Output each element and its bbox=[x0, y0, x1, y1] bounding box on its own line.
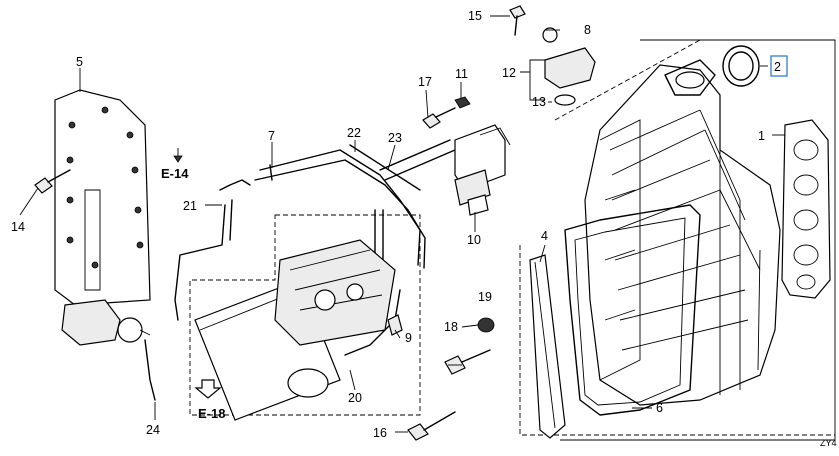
intake-gasket bbox=[564, 204, 701, 416]
bolt-14 bbox=[34, 169, 71, 194]
labels: 1 2 4 5 6 7 8 9 10 11 12 13 14 15 16 17 … bbox=[11, 9, 837, 448]
bolt-17 bbox=[422, 107, 456, 129]
label-part-22: 22 bbox=[347, 126, 361, 140]
label-part-17: 17 bbox=[418, 75, 432, 89]
fuel-module-group bbox=[189, 214, 421, 421]
reference-e14: E-14 bbox=[161, 166, 189, 181]
label-part-15: 15 bbox=[468, 9, 482, 23]
manifold-group-outline bbox=[519, 39, 836, 441]
drawing-code: ZY4 bbox=[820, 438, 837, 448]
label-part-6: 6 bbox=[656, 401, 663, 415]
label-part-18: 18 bbox=[444, 320, 458, 334]
gasket-strip bbox=[529, 254, 566, 439]
map-sensor bbox=[509, 5, 596, 106]
collar-19 bbox=[477, 317, 495, 333]
nut-11 bbox=[454, 96, 471, 109]
hose-fitting bbox=[387, 314, 403, 336]
label-part-12: 12 bbox=[502, 66, 516, 80]
label-part-23: 23 bbox=[388, 131, 402, 145]
intake-manifold bbox=[584, 59, 781, 406]
manifold-gasket bbox=[781, 119, 831, 299]
label-part-14: 14 bbox=[11, 220, 25, 234]
bolt-18 bbox=[444, 349, 491, 375]
label-part-8: 8 bbox=[584, 23, 591, 37]
e14-arrow bbox=[173, 148, 183, 163]
label-part-16: 16 bbox=[373, 426, 387, 440]
bolt-16 bbox=[407, 411, 456, 441]
solenoid-valve bbox=[61, 299, 151, 346]
label-part-20: 20 bbox=[348, 391, 362, 405]
leader-lines bbox=[19, 15, 785, 433]
hoses bbox=[144, 139, 456, 401]
e18-arrow bbox=[194, 379, 222, 399]
label-part-1: 1 bbox=[758, 129, 765, 143]
label-part-19: 19 bbox=[478, 290, 492, 304]
label-part-2: 2 bbox=[774, 60, 781, 74]
label-part-11: 11 bbox=[455, 67, 468, 81]
highlight-box-2 bbox=[770, 55, 788, 77]
reference-e18: E-18 bbox=[198, 406, 225, 421]
label-part-9: 9 bbox=[405, 331, 412, 345]
label-part-7: 7 bbox=[268, 129, 275, 143]
label-part-5: 5 bbox=[76, 55, 83, 69]
o-ring bbox=[722, 45, 760, 87]
cover-plate bbox=[54, 89, 151, 306]
purge-solenoid bbox=[454, 124, 511, 216]
label-part-10: 10 bbox=[467, 233, 481, 247]
label-part-4: 4 bbox=[541, 229, 548, 243]
label-part-13: 13 bbox=[532, 95, 546, 109]
label-part-21: 21 bbox=[183, 199, 197, 213]
label-part-24: 24 bbox=[146, 423, 160, 437]
